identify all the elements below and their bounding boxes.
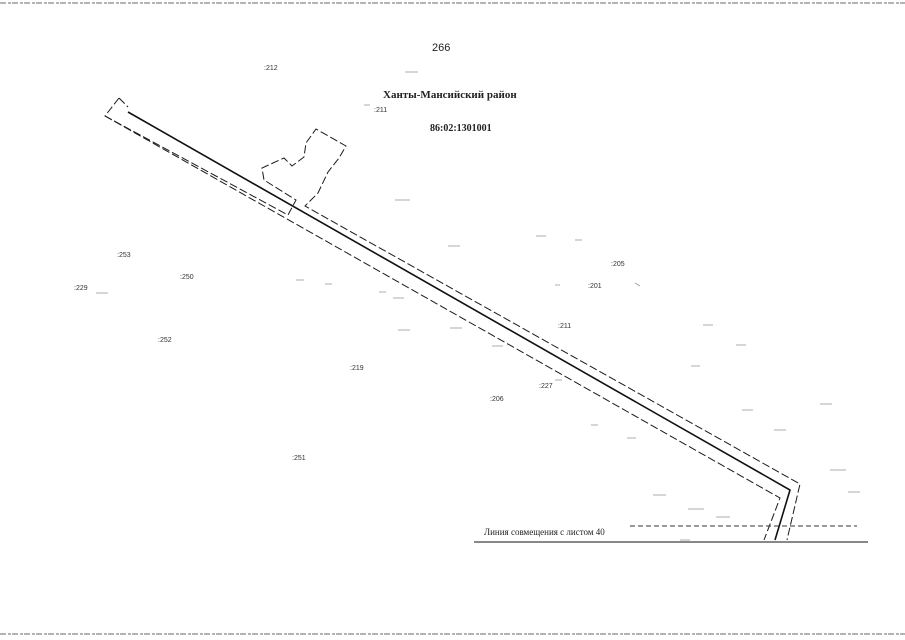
- parcel-label: :206: [490, 396, 504, 403]
- corridor-center-line: [127, 111, 791, 541]
- page-number: 266: [432, 42, 451, 54]
- parcel-label: :201: [588, 283, 602, 290]
- junction-line-label: Линия совмещения с листом 40: [484, 527, 605, 537]
- parcel-label: :229: [74, 285, 88, 292]
- parcel-label: :251: [292, 455, 306, 462]
- parcel-label: :212: [264, 65, 278, 72]
- parcel-label: :252: [158, 337, 172, 344]
- parcel-label: :211: [374, 107, 388, 114]
- parcel-label: :253: [117, 252, 131, 259]
- parcel-label: :250: [180, 274, 194, 281]
- parcel-label: :219: [350, 365, 364, 372]
- parcel-label: :227: [539, 383, 553, 390]
- cadastral-number: 86:02:1301001: [430, 123, 492, 134]
- corridor-lower-boundary: [118, 97, 129, 108]
- parcel-label: :211: [558, 323, 572, 330]
- corridor-lower-dashed: [104, 115, 781, 541]
- background-speckles: [96, 71, 860, 541]
- parcel-boundary-dashed: [104, 97, 801, 541]
- district-title: Ханты-Мансийский район: [383, 89, 517, 101]
- parcel-label: :205: [611, 261, 625, 268]
